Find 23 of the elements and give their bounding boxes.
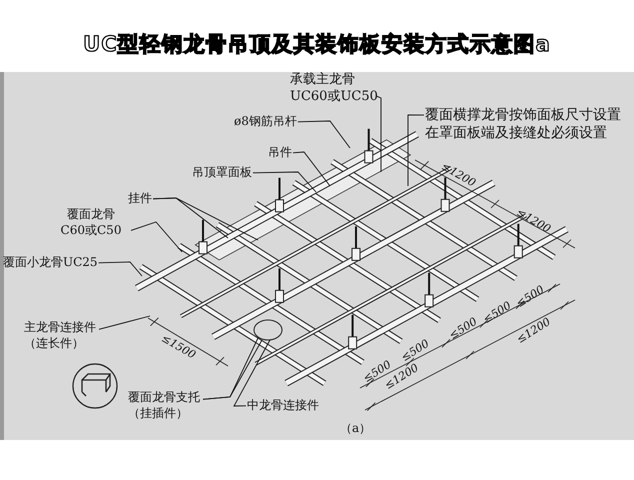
- leader-line: [252, 172, 316, 192]
- leader-line: [152, 198, 258, 240]
- callout-label: 承载主龙骨 UC60或UC50: [290, 72, 376, 106]
- figure-caption: （a）: [340, 420, 372, 437]
- callout-label: 覆面龙骨 C60或C50: [52, 207, 130, 238]
- callout-label: ø8钢筋吊杆: [234, 114, 297, 130]
- leader-line: [292, 152, 330, 186]
- callout-label: 主龙骨连接件（连长件）: [24, 320, 98, 352]
- callout-label: 覆面小龙骨UC25: [3, 255, 98, 271]
- callout-label: 中龙骨连接件: [247, 398, 319, 414]
- callout-label: 吊件: [268, 145, 292, 161]
- callout-label: 覆面龙骨支托（挂插件）: [128, 390, 202, 422]
- title: UC型轻钢龙骨吊顶及其装饰板安装方式示意图a: [82, 30, 552, 58]
- callout-label: 吊顶罩面板: [192, 165, 252, 181]
- callout-label: 覆面横撑龙骨按饰面板尺寸设置在罩面板端及接缝处必须设置: [425, 106, 625, 142]
- leader-line: [376, 96, 382, 172]
- leader-line: [408, 114, 424, 186]
- callout-label: 挂件: [128, 191, 152, 207]
- leader-line: [98, 262, 142, 276]
- leader-line: [297, 120, 350, 148]
- leader-line: [130, 221, 182, 252]
- leader-line: [98, 316, 150, 330]
- leader-line: [233, 340, 270, 406]
